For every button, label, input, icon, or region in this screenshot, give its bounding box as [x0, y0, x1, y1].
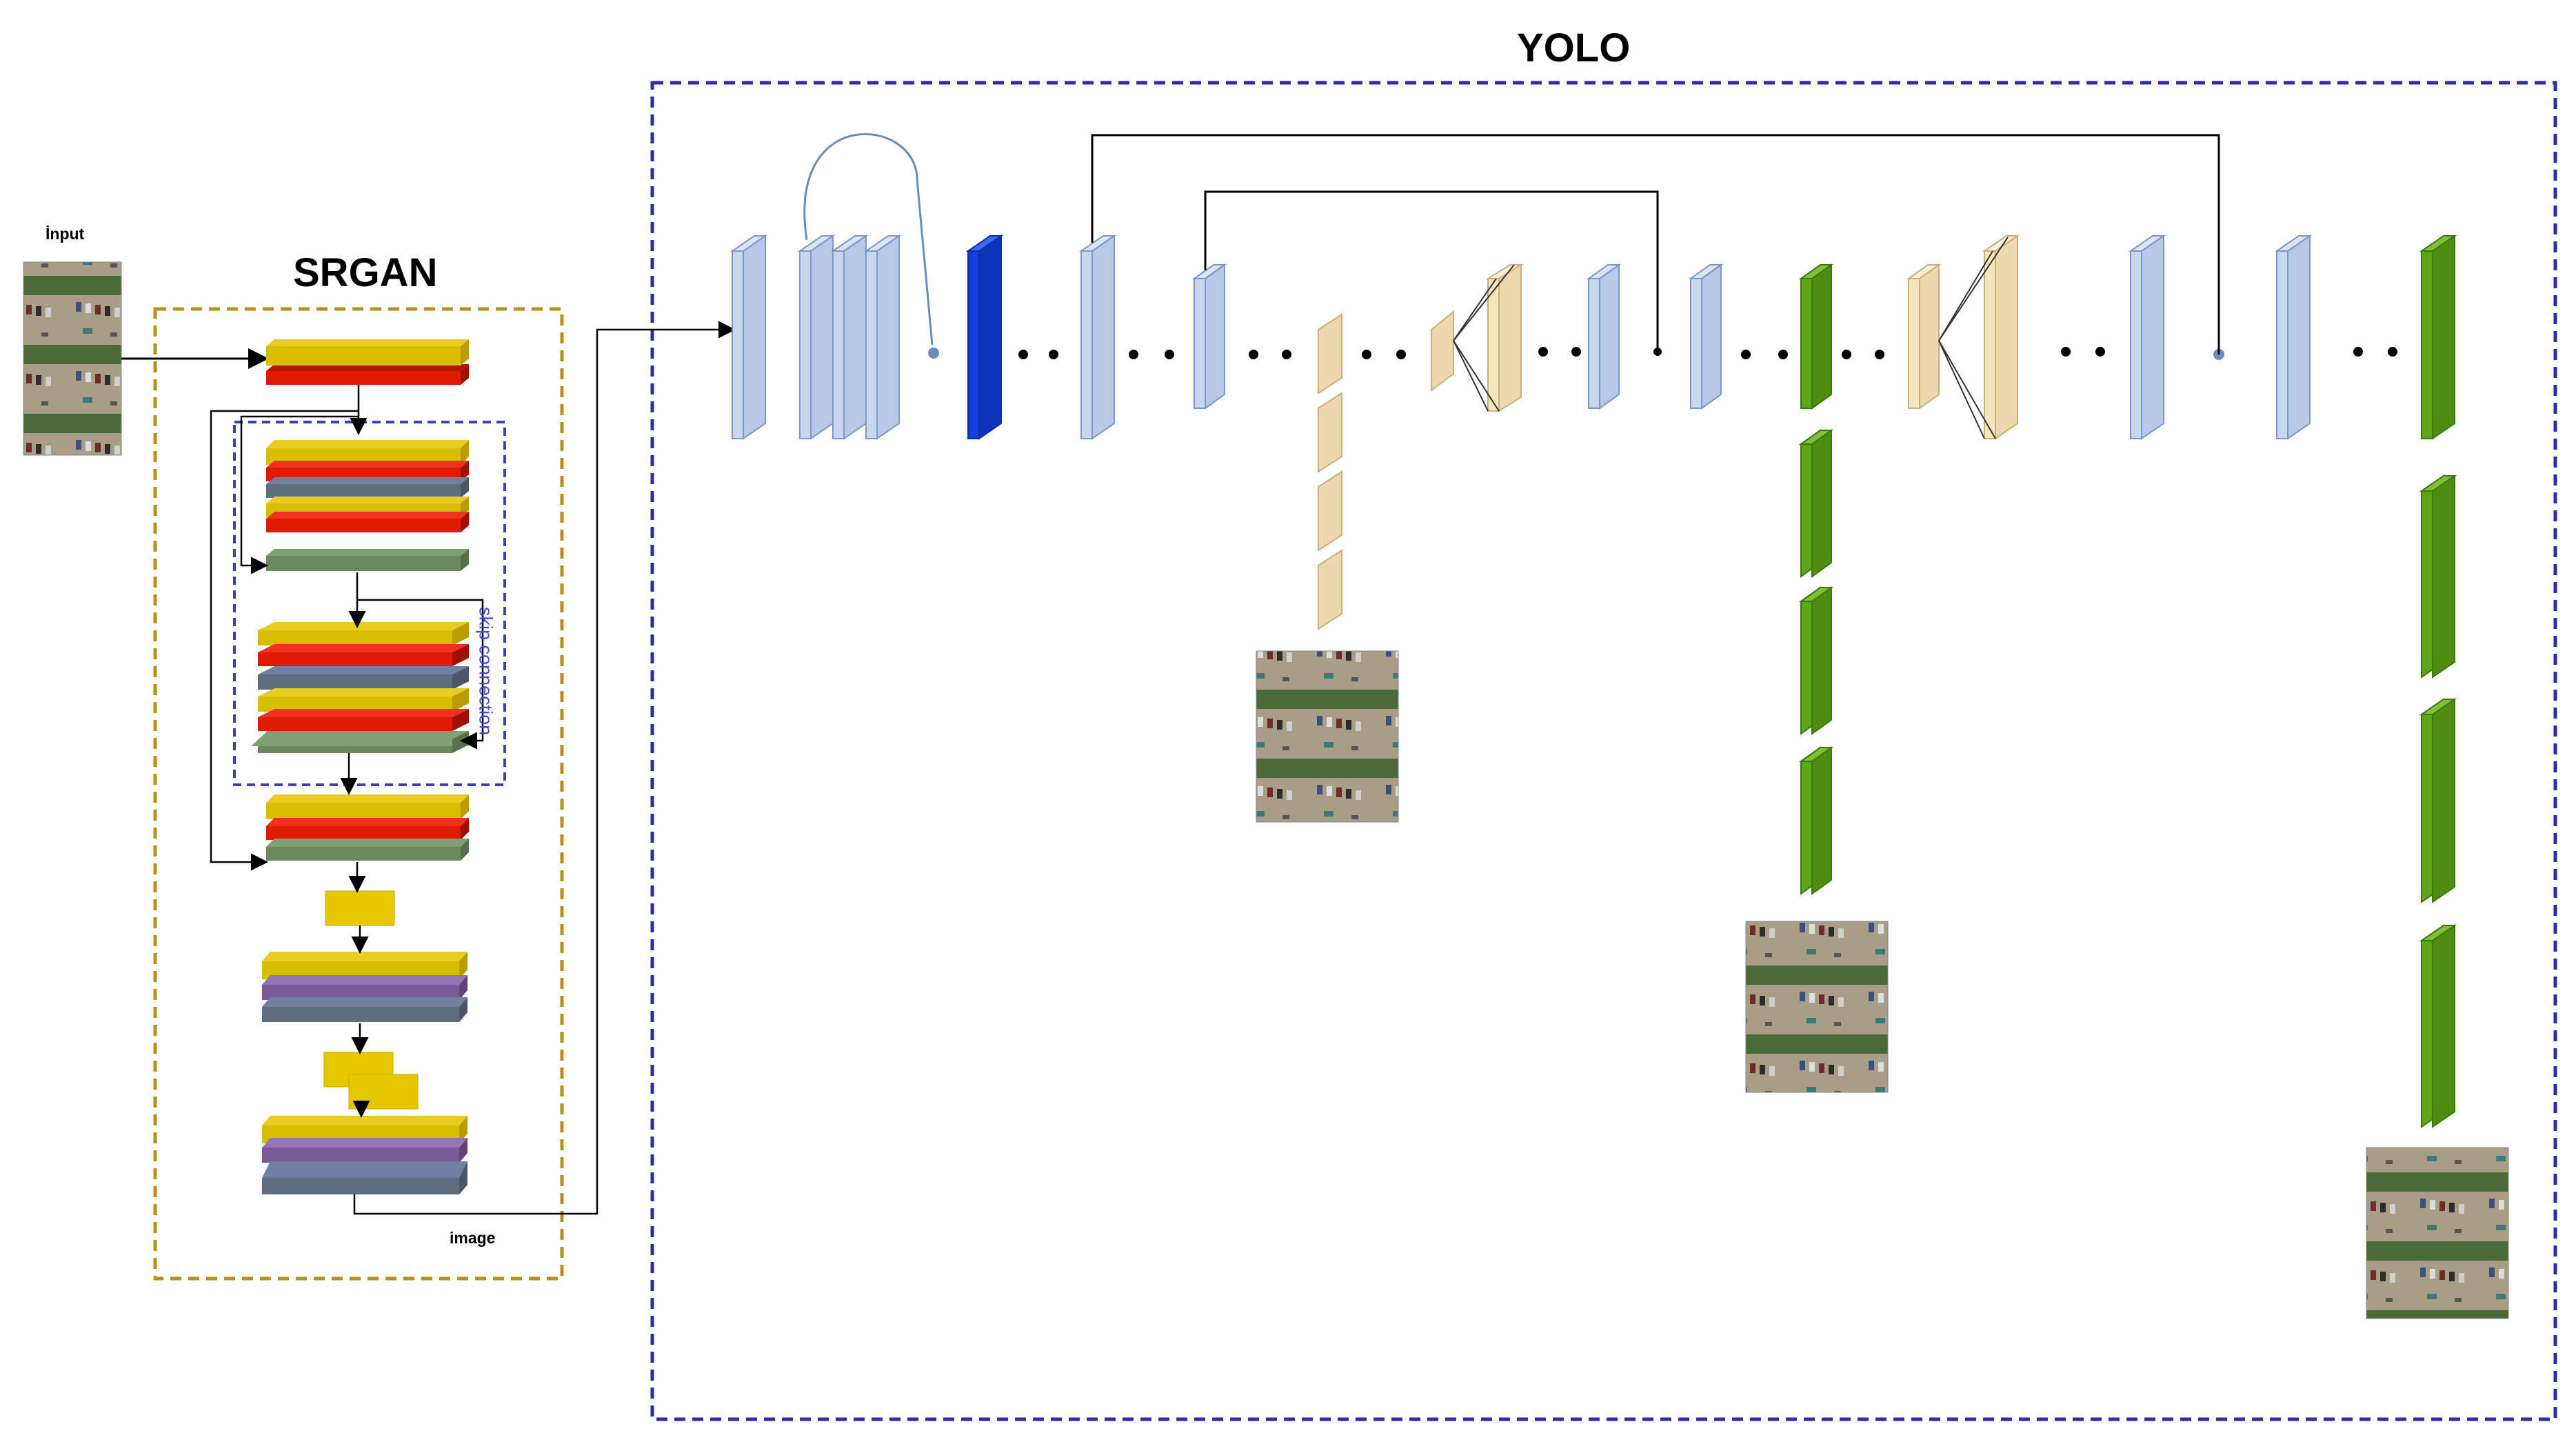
yolo-layer-3-dark [965, 234, 1004, 440]
srgan-network [210, 321, 736, 1215]
srgan-stack-4 [266, 794, 469, 861]
srgan-stack-1 [266, 339, 469, 385]
yolo-green-column-right [2419, 474, 2457, 1128]
residual-dot [928, 348, 939, 359]
yolo-network [729, 133, 2509, 1319]
yolo-detect-layer-right [2419, 234, 2457, 440]
yolo-detect-layer-mid [1798, 263, 1834, 410]
yolo-layer-6 [1586, 263, 1622, 410]
srgan-stack-5 [262, 952, 467, 1022]
srgan-upsample-block-1 [325, 890, 395, 926]
yolo-skip-lines [1091, 134, 2220, 354]
srgan-stack-6 [262, 1116, 467, 1194]
yolo-beige-column [1318, 313, 1342, 630]
srgan-box [153, 307, 564, 1281]
srgan-upsample-block-3 [348, 1074, 419, 1110]
yolo-layer-9 [2274, 234, 2313, 440]
detection-output-photo-1 [1256, 650, 1399, 823]
skip-connection-label: skip connection [475, 607, 496, 736]
yolo-layer-8 [2128, 234, 2166, 440]
srgan-stack-2 [266, 440, 469, 571]
detection-output-photo-2 [1745, 921, 1889, 1093]
srgan-title: SRGAN [293, 250, 438, 295]
yolo-layer-7 [1688, 263, 1724, 410]
yolo-attention-block-1 [1431, 263, 1524, 412]
srgan-stack-3 [251, 622, 469, 753]
yolo-box [650, 81, 2557, 1421]
yolo-green-column-mid [1798, 429, 1834, 895]
ellipsis-dots [1018, 347, 2397, 359]
yolo-layer-5 [1191, 263, 1227, 410]
image-label: image [450, 1229, 496, 1247]
input-label: İnput [46, 225, 85, 243]
srgan-connectors [210, 321, 736, 1215]
detection-output-photo-3 [2366, 1147, 2509, 1319]
yolo-layer-1 [729, 234, 768, 440]
yolo-title: YOLO [1517, 26, 1631, 70]
input-aerial-photo [23, 261, 122, 456]
yolo-attention-block-2 [1906, 234, 2020, 440]
yolo-layer-2 [797, 234, 902, 440]
residual-curve [803, 133, 934, 346]
yolo-layer-4 [1078, 234, 1117, 440]
